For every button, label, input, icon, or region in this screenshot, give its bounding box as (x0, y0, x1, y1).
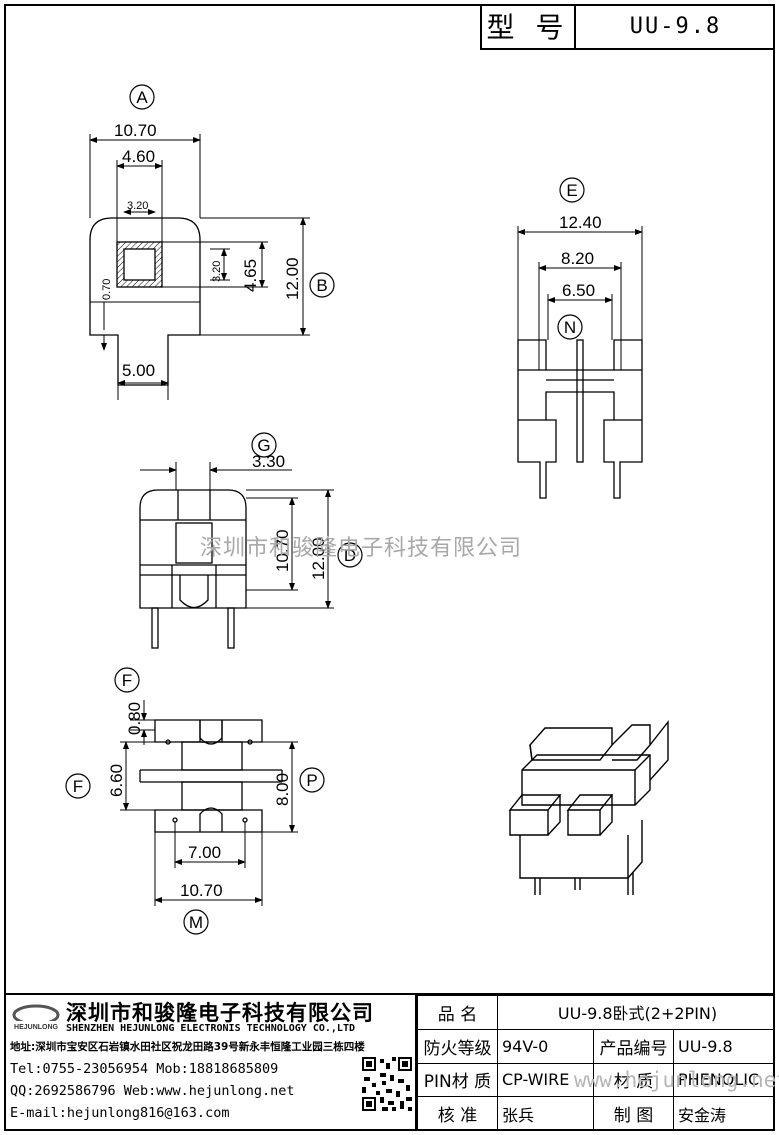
company-block: HEJUNLONG 深圳市和骏隆电子科技有限公司 SHENZHEN HEJUNL… (4, 995, 417, 1131)
dim-a-height: 12.00 (283, 257, 302, 300)
company-logo-icon: HEJUNLONG (12, 1004, 60, 1031)
dim-a-slot-h: 3.20 (211, 261, 223, 282)
watermark-url: www.hejunlong.net (574, 1068, 779, 1092)
logo-text: HEJUNLONG (14, 1024, 59, 1031)
dim-e-pin-span: 6.50 (562, 281, 595, 300)
view-e-outline (517, 339, 643, 499)
label-b: B (316, 276, 327, 295)
dim-e-mid: 8.20 (561, 249, 594, 268)
qr-code-icon (360, 1055, 414, 1113)
label-m: M (189, 913, 203, 932)
check-label: 核 准 (417, 1096, 498, 1131)
dim-a-width: 10.70 (114, 121, 157, 140)
view-f-outline (139, 719, 283, 833)
code-label: 产品编号 (593, 1028, 674, 1064)
technical-drawing: A B E N G D F F P M 10.70 4.60 3.20 3.20… (65, 84, 669, 935)
draw-label: 制 图 (593, 1096, 674, 1131)
label-p: P (306, 771, 317, 790)
label-a: A (136, 88, 148, 107)
dim-g-inner-h: 10.70 (273, 529, 292, 572)
pin-value: CP-WIRE (497, 1062, 594, 1098)
company-address: 地址:深圳市宝安区石岩镇水田社区祝龙田路39号新永丰恒隆工业园三栋四楼 (10, 1041, 365, 1053)
name-value: UU-9.8卧式(2+2PIN) (496, 995, 775, 1030)
company-name-en: SHENZHEN HEJUNLONG ELECTRONIS TECHNOLOGY… (66, 1023, 355, 1034)
info-table: 品 名 UU-9.8卧式(2+2PIN) 防火等级 94V-0 产品编号 UU-… (417, 995, 775, 1131)
view-a-outline (89, 217, 201, 386)
isometric-view (508, 719, 669, 895)
label-f-top: F (122, 671, 132, 690)
model-title-block: 型 号 UU-9.8 (480, 4, 775, 50)
label-g: G (257, 436, 270, 455)
watermark-text: 深圳市和骏隆电子科技有限公司 (200, 536, 523, 561)
drawing-frame (4, 4, 775, 1131)
dim-a-flange: 0.70 (101, 279, 113, 300)
draw-value: 安金涛 (672, 1096, 775, 1131)
fire-label: 防火等级 (417, 1028, 498, 1064)
dim-g-offset: 3.30 (252, 452, 285, 471)
model-label: 型 号 (482, 4, 576, 48)
fire-value: 94V-0 (497, 1028, 594, 1064)
view-g-outline (139, 489, 247, 649)
dim-g-total-h: 12.00 (309, 537, 328, 580)
dim-a-inner: 4.60 (122, 147, 155, 166)
dim-e-width: 12.40 (559, 213, 602, 232)
dim-f-left: 6.60 (107, 764, 126, 797)
pin-label: PIN材 质 (417, 1062, 498, 1098)
dim-a-base: 5.00 (122, 361, 155, 380)
title-block-footer: HEJUNLONG 深圳市和骏隆电子科技有限公司 SHENZHEN HEJUNL… (4, 993, 775, 1131)
label-f-left: F (73, 777, 83, 796)
dim-m-width: 10.70 (180, 881, 223, 900)
dim-f-top: 0.80 (125, 702, 144, 735)
label-d: D (344, 546, 356, 565)
name-label: 品 名 (417, 995, 498, 1030)
material-value: PHENOLIC (672, 1062, 775, 1098)
dim-p-height: 8.00 (273, 773, 292, 806)
company-email: E-mail:hejunlong816@163.com (10, 1105, 230, 1121)
label-n: N (564, 318, 576, 337)
label-e: E (566, 181, 577, 200)
dim-a-height-inner: 4.65 (241, 259, 260, 292)
code-value: UU-9.8 (672, 1028, 775, 1064)
company-tel: Tel:0755-23056954 Mob:18818685809 (10, 1061, 279, 1077)
dim-m-pin-span: 7.00 (188, 843, 221, 862)
check-value: 张兵 (497, 1096, 594, 1131)
company-qq-web: QQ:2692586796 Web:www.hejunlong.net (10, 1083, 295, 1099)
model-value: UU-9.8 (629, 13, 722, 39)
dim-a-slot-w: 3.20 (127, 200, 148, 212)
company-name-cn: 深圳市和骏隆电子科技有限公司 (66, 1001, 374, 1025)
